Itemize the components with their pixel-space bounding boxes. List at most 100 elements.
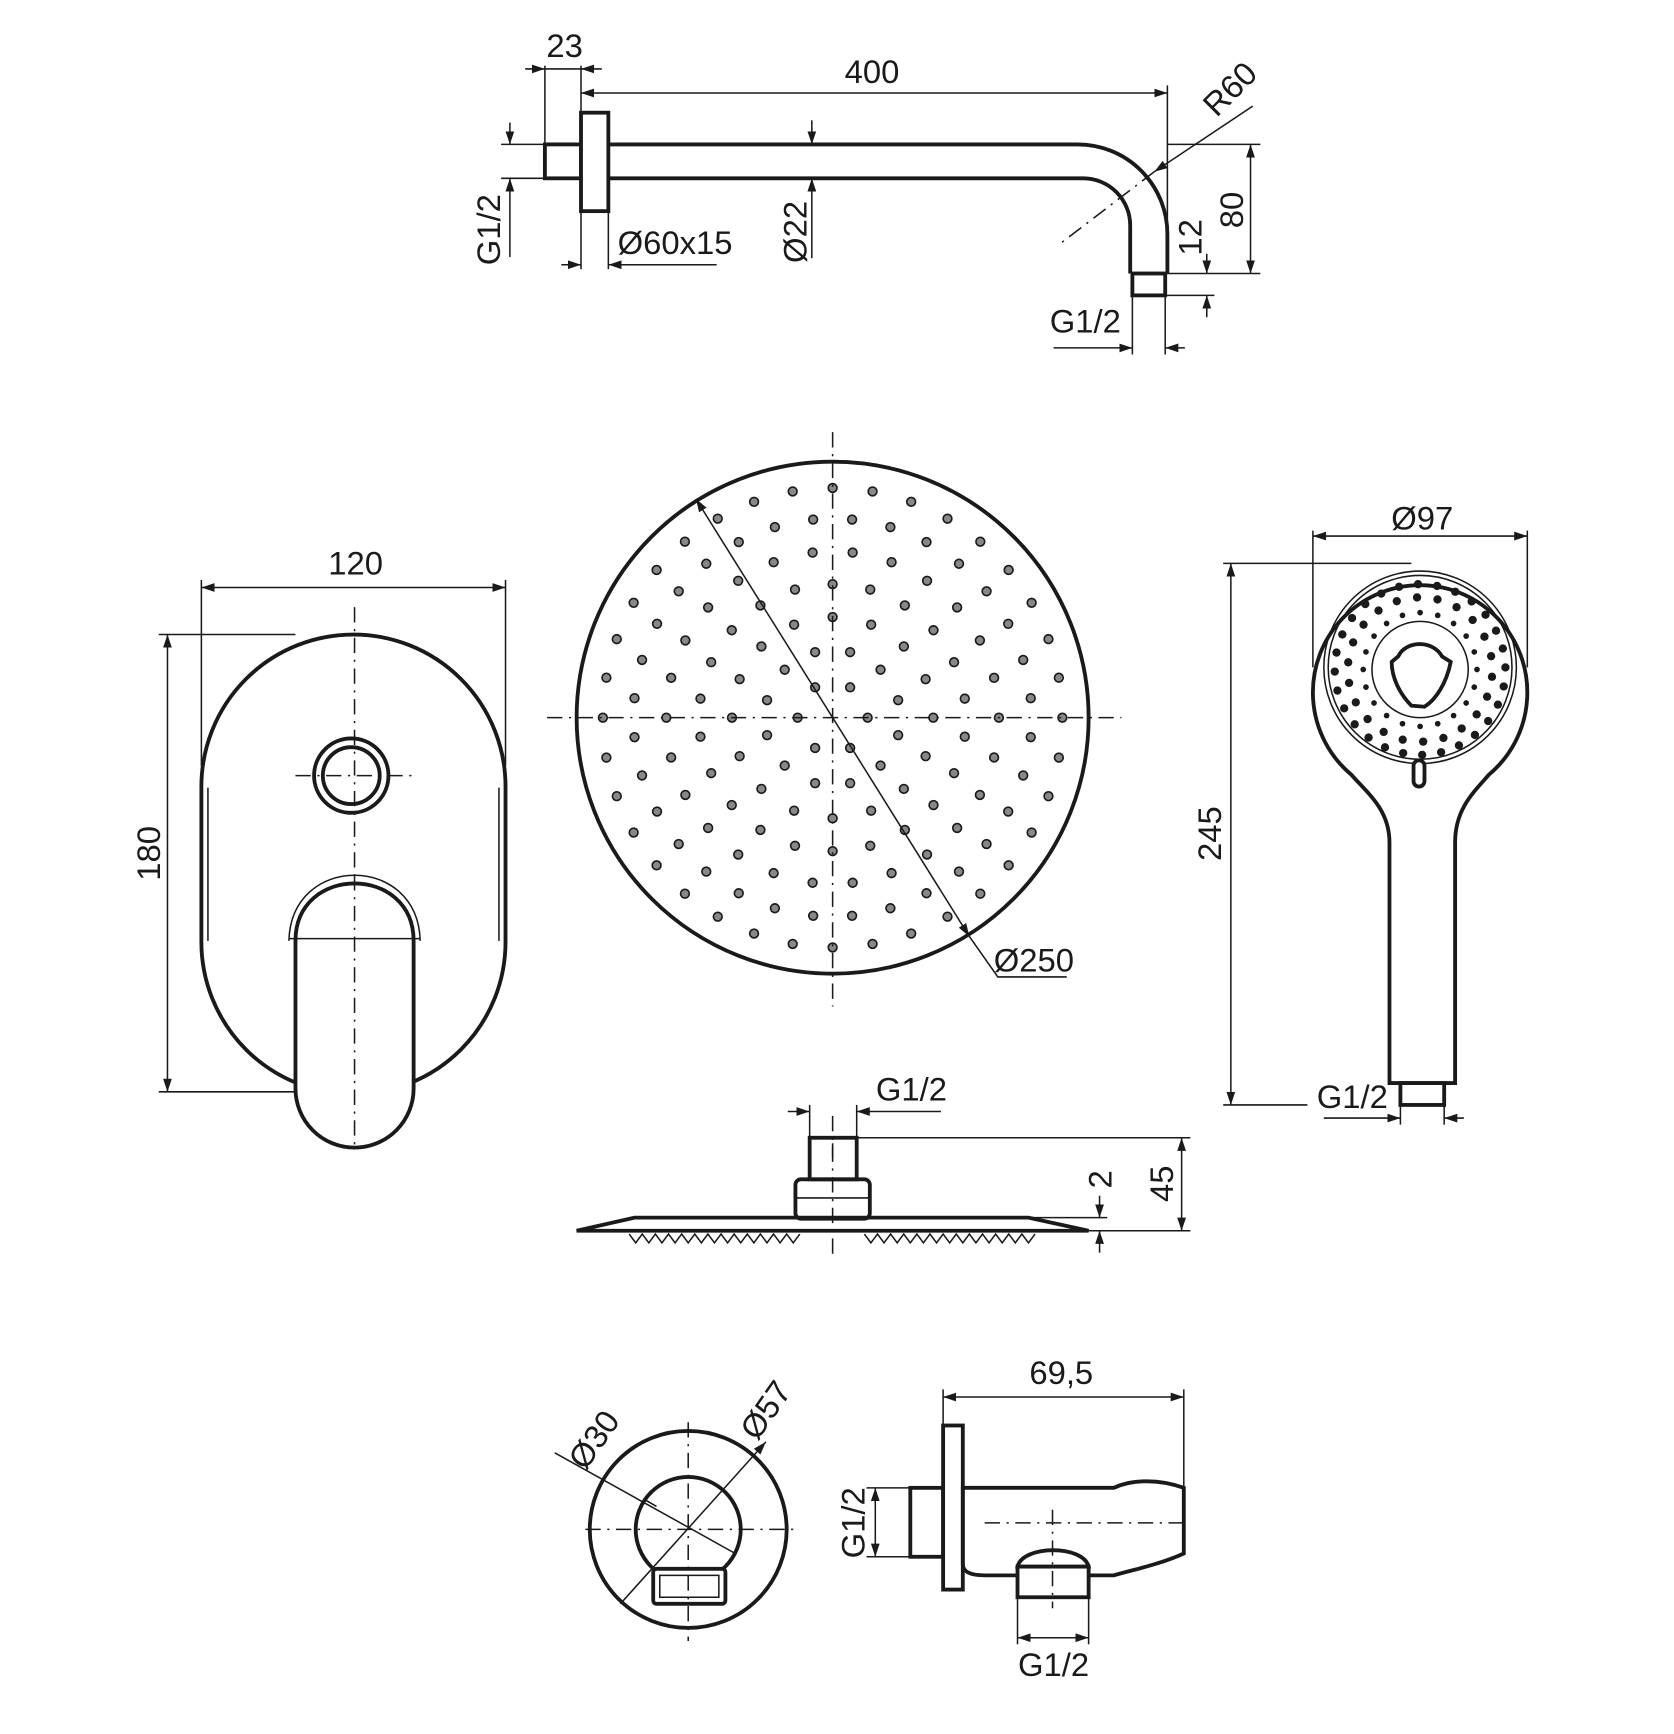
nozzle-dot (726, 625, 737, 636)
nozzle-dot (769, 521, 781, 533)
nozzle-dot (788, 619, 800, 630)
nozzle-dot (892, 694, 904, 706)
nozzle-dot (705, 657, 717, 668)
hand-shower-view: Ø97 245 G1/2 (1191, 499, 1530, 1125)
nozzle-dot (974, 789, 986, 801)
nozzle-dot (920, 673, 931, 685)
rain-shower-plate (576, 1215, 1090, 1233)
nozzle-dot (975, 888, 986, 899)
nozzle-dot (867, 486, 878, 497)
dim-arm-400: 400 (845, 53, 900, 90)
nozzle-dot (1363, 649, 1369, 655)
nozzle-dot (905, 496, 917, 508)
nozzle-dot (712, 911, 723, 922)
nozzle-dot (807, 910, 819, 921)
nozzle-dot (1057, 712, 1068, 723)
nozzle-dot (1363, 714, 1372, 724)
nozzle-dot (920, 750, 931, 762)
nozzle-dot (1380, 743, 1390, 752)
nozzle-dot (807, 547, 818, 558)
nozzle-dot (601, 672, 612, 683)
nozzle-dot (807, 514, 819, 525)
nozzle-dot (1003, 860, 1014, 871)
nozzle-dot (898, 641, 910, 652)
nozzle-dot (875, 664, 886, 675)
nozzle-dot (921, 888, 932, 899)
nozzle-dot (1399, 720, 1406, 727)
nozzle-dot (787, 938, 798, 950)
nozzle-dot (951, 602, 963, 613)
nozzle-dot (1450, 620, 1457, 627)
nozzle-dot (899, 600, 911, 611)
nozzle-dot (905, 928, 917, 939)
nozzle-dot (629, 692, 640, 704)
nozzle-dot (705, 767, 717, 779)
dim-arm-flange: Ø60x15 (618, 224, 733, 261)
nozzle-dot (761, 694, 773, 706)
nozzle-dot (789, 840, 801, 851)
nozzle-dot (1491, 626, 1501, 635)
nozzle-dot (1374, 606, 1383, 615)
nozzle-dot (1043, 633, 1054, 645)
nozzle-dot (1498, 644, 1507, 653)
nozzle-dot (734, 750, 745, 762)
nozzle-dot (827, 942, 838, 953)
nozzle-dot (1332, 648, 1341, 657)
nozzle-dot (651, 618, 663, 629)
nozzle-dot (733, 575, 744, 587)
nozzle-dot (1392, 596, 1401, 606)
dim-arm-80: 80 (1213, 192, 1250, 229)
mixer-handle (293, 881, 416, 1150)
nozzle-dot (1333, 686, 1342, 695)
nozzle-dot (1344, 658, 1353, 667)
nozzle-dot (628, 827, 639, 838)
nozzle-dot (809, 778, 821, 789)
nozzle-dot (844, 682, 856, 693)
nozzle-dot (865, 619, 877, 630)
outlet-nut (651, 1566, 728, 1606)
nozzle-dot (1412, 593, 1422, 602)
nozzle-dot (679, 536, 691, 547)
nozzle-dot (1360, 666, 1367, 673)
nozzle-dot (975, 536, 986, 547)
nozzle-dot (734, 673, 745, 685)
nozzle-dot (1026, 827, 1037, 838)
nozzle-dot (1351, 698, 1360, 707)
nozzle-dot (755, 824, 766, 836)
diverter-button (312, 736, 391, 815)
nozzle-dot (695, 731, 706, 742)
nozzle-dot (1487, 672, 1497, 681)
nozzle-dot (885, 903, 896, 914)
nozzle-dot (1451, 587, 1460, 596)
nozzle-dot (1483, 716, 1493, 726)
nozzle-dot (1340, 704, 1349, 713)
dim-mixer-height: 180 (130, 826, 167, 881)
nozzle-dot (1018, 770, 1029, 781)
nozzle-dot (1482, 692, 1492, 701)
nozzle-dot (701, 866, 712, 877)
nozzle-dot (680, 635, 691, 646)
hand-shower-lever (1411, 758, 1427, 789)
dim-arm-23: 23 (546, 27, 583, 64)
nozzle-dot (1330, 667, 1339, 676)
wall-outlet-side-view: 69,5 G1/2 G1/2 (834, 1354, 1186, 1683)
nozzle-dot (942, 513, 953, 524)
nozzle-dot (1472, 710, 1481, 719)
dim-rain-plate-thickness: 2 (1082, 1170, 1119, 1188)
dim-hand-length: 245 (1191, 806, 1228, 861)
nozzle-dot (959, 693, 970, 704)
nozzle-dot (1348, 638, 1358, 647)
nozzle-dot (1432, 581, 1442, 591)
nozzle-dot (1471, 684, 1478, 690)
nozzle-dot (1379, 727, 1388, 737)
nozzle-dot (651, 564, 662, 576)
nozzle-dot (1359, 620, 1368, 629)
shower-arm-view: 23 400 R60 80 12 G1/2 G1/2 Ø60x15 (470, 27, 1264, 355)
nozzle-dot (680, 789, 691, 801)
nozzle-dot (712, 513, 723, 524)
nozzle-dot (1018, 654, 1029, 666)
rain-shower-head (574, 459, 1091, 976)
arm-flange (579, 110, 611, 214)
nozzle-dot (651, 860, 662, 871)
nozzle-dot (1499, 682, 1508, 691)
